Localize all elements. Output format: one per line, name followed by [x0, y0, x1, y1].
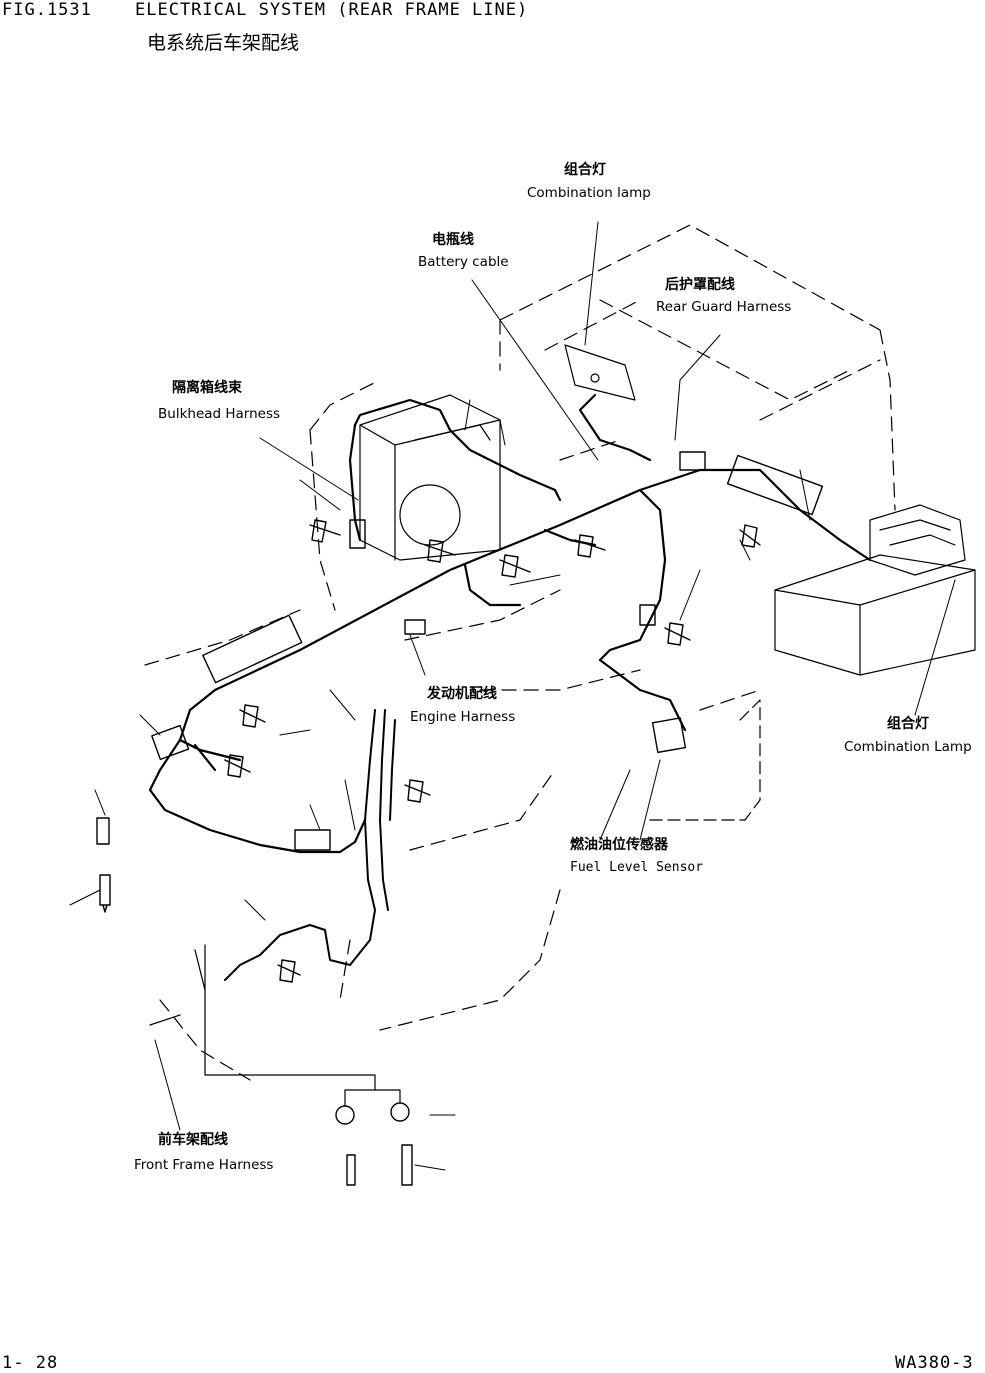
callout-engine-harness-cn: 发动机配线: [427, 686, 497, 702]
callout-battery-cable: Battery cable: [418, 254, 509, 270]
rear-frame-outline: [145, 225, 895, 1080]
callout-front-frame-harness: Front Frame Harness: [134, 1157, 274, 1173]
callout-front-frame-harness-cn: 前车架配线: [158, 1132, 228, 1148]
figure-number: FIG.1531: [2, 0, 92, 20]
battery-box: [360, 395, 500, 560]
connectors: [97, 452, 822, 850]
callout-bulkhead-harness: Bulkhead Harness: [158, 406, 281, 422]
main-harness: [150, 395, 870, 852]
page-title: ELECTRICAL SYSTEM (REAR FRAME LINE): [135, 0, 529, 20]
front-harness: [225, 710, 395, 980]
callout-fuel-level-sensor-cn: 燃油油位传感器: [570, 837, 668, 853]
leader-lines: [70, 222, 955, 1170]
combination-lamp-top-part: [565, 345, 635, 400]
callout-bulkhead-harness-cn: 隔离箱线束: [172, 380, 242, 396]
callout-rear-guard-harness-cn: 后护罩配线: [665, 277, 735, 293]
fuel-tank-block: [650, 700, 760, 820]
right-tank: [775, 505, 975, 675]
page-number: 1- 28: [2, 1353, 59, 1373]
page-title-chinese: 电系统后车架配线: [147, 32, 300, 54]
callout-fuel-level-sensor: Fuel Level Sensor: [570, 860, 704, 875]
callout-combination-lamp-right-cn: 组合灯: [887, 716, 929, 732]
callout-engine-harness: Engine Harness: [410, 709, 516, 725]
model-number: WA380-3: [895, 1353, 974, 1373]
callout-combination-lamp-top: Combination lamp: [527, 185, 651, 201]
front-frame-harness-tree: [150, 945, 400, 1105]
bolts: [100, 520, 760, 1185]
callout-combination-lamp-top-cn: 组合灯: [564, 162, 606, 178]
callout-combination-lamp-right: Combination Lamp: [844, 739, 972, 755]
callout-rear-guard-harness: Rear Guard Harness: [656, 299, 792, 315]
callout-battery-cable-cn: 电瓶线: [432, 232, 474, 248]
